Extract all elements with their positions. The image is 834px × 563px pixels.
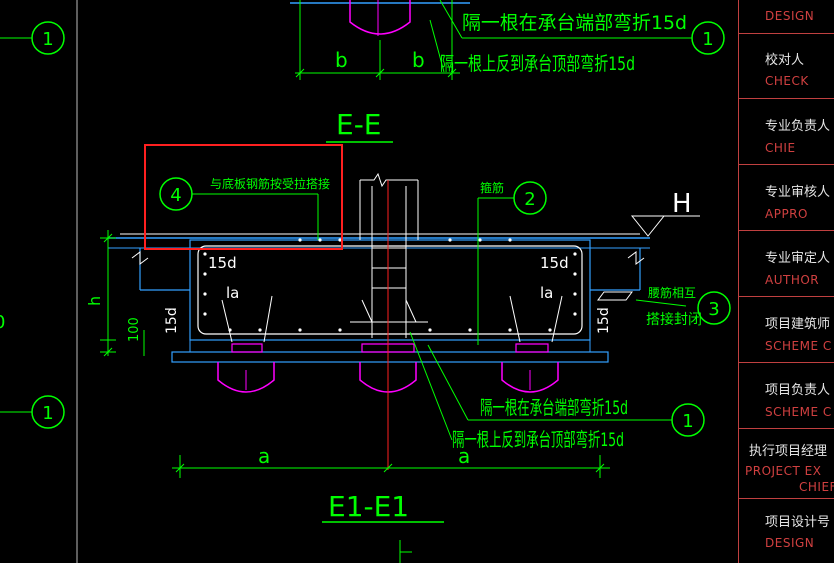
dim-b-left: b xyxy=(335,48,348,72)
bubble-1-top-left-label: 1 xyxy=(42,29,53,50)
bubble-1-bottom-left-label: 1 xyxy=(42,403,53,424)
label-la-right: la xyxy=(540,284,553,302)
label-la-left: la xyxy=(226,284,239,302)
callout-2-text: 箍筋 xyxy=(480,180,504,195)
bubble-3-label: 3 xyxy=(708,299,719,320)
title-row-project-manager: 执行项目经理 PROJECT EX CHIEF xyxy=(739,428,834,499)
dim-h: h xyxy=(85,296,104,306)
bubble-1-top-right-label: 1 xyxy=(702,29,713,50)
title-row-project-lead-en: SCHEME C xyxy=(765,405,832,419)
bubble-2 xyxy=(513,181,547,215)
title-row-project-lead-cn: 项目负责人 xyxy=(765,383,831,398)
section-title-e1e1: E1-E1 xyxy=(328,490,409,523)
title-row-design-number: 项目设计号 DESIGN xyxy=(739,498,834,563)
bottom-note-1: 隔一根在承台端部弯折15d xyxy=(480,397,628,419)
blinding-layer xyxy=(171,351,609,363)
top-note-2: 隔一根上反到承台顶部弯折15d xyxy=(440,53,635,75)
bubble-3 xyxy=(697,291,731,325)
bubble-1-bottom-right-label: 1 xyxy=(682,411,693,432)
label-15d-side-left: 15d xyxy=(164,307,180,334)
title-row-author: 专业审定人 AUTHOR xyxy=(739,230,834,297)
highlight-frame xyxy=(144,144,343,250)
label-15d-top-left: 15d xyxy=(208,254,237,272)
label-H: H xyxy=(672,189,692,219)
title-row-author-en: AUTHOR xyxy=(765,273,820,287)
title-row-architect-en: SCHEME C xyxy=(765,339,832,353)
title-row-approve: 专业审核人 APPRO xyxy=(739,164,834,231)
title-row-architect: 项目建筑师 SCHEME C xyxy=(739,296,834,363)
bubble-1-top-left xyxy=(31,21,65,55)
title-row-chief-en: CHIE xyxy=(765,141,796,155)
title-row-design: DESIGN xyxy=(739,0,834,34)
bubble-1-bottom-left xyxy=(31,395,65,429)
rebar-dots xyxy=(203,238,577,332)
title-row-project-manager-en: PROJECT EX xyxy=(745,464,822,478)
title-row-project-lead: 项目负责人 SCHEME C xyxy=(739,362,834,429)
title-row-chief-cn: 专业负责人 xyxy=(765,119,831,134)
title-row-author-cn: 专业审定人 xyxy=(765,251,831,266)
title-row-design-number-cn: 项目设计号 xyxy=(765,515,831,530)
level-marker xyxy=(630,215,666,237)
title-row-project-manager-cn: 执行项目经理 xyxy=(749,444,828,459)
pile-left xyxy=(217,362,275,393)
label-15d-side-right: 15d xyxy=(596,307,612,334)
section-title-ee: E-E xyxy=(336,108,382,141)
callout-4-text: 与底板钢筋按受拉搭接 xyxy=(210,176,330,191)
label-15d-top-right: 15d xyxy=(540,254,569,272)
bubble-2-label: 2 xyxy=(524,189,535,210)
rebar-cage xyxy=(197,245,583,335)
title-block: DESIGN 校对人 CHECK 专业负责人 CHIE 专业审核人 APPRO … xyxy=(738,0,834,563)
callout-3-text-2: 搭接封闭 xyxy=(646,311,702,328)
title-row-checker-en: CHECK xyxy=(765,74,809,88)
title-row-checker-cn: 校对人 xyxy=(765,53,805,68)
title-row-approve-cn: 专业审核人 xyxy=(765,185,831,200)
dim-a-left: a xyxy=(258,444,270,468)
title-row-design-number-en: DESIGN xyxy=(765,536,815,550)
title-row-design-en: DESIGN xyxy=(765,9,815,23)
title-row-chief: 专业负责人 CHIE xyxy=(739,98,834,165)
dim-100: 100 xyxy=(127,317,142,342)
bubble-1-bottom-right xyxy=(671,403,705,437)
pile-cap-outline xyxy=(189,239,591,341)
left-edge-label: 0 xyxy=(0,312,5,333)
dim-b-right: b xyxy=(412,48,425,72)
top-note-1: 隔一根在承台端部弯折15d xyxy=(462,12,687,34)
title-row-architect-cn: 项目建筑师 xyxy=(765,317,831,332)
bubble-1-top-right xyxy=(691,21,725,55)
bubble-4-label: 4 xyxy=(170,185,181,206)
pile-top xyxy=(349,0,411,35)
pile-right xyxy=(501,362,559,393)
dim-a-right: a xyxy=(458,444,470,468)
title-row-project-manager-en2: CHIEF xyxy=(799,480,834,494)
callout-3-text-1: 腰筋相互 xyxy=(648,285,696,300)
bottom-note-2: 隔一根上反到承台顶部弯折15d xyxy=(452,429,624,451)
title-row-approve-en: APPRO xyxy=(765,207,808,221)
title-row-checker: 校对人 CHECK xyxy=(739,33,834,99)
